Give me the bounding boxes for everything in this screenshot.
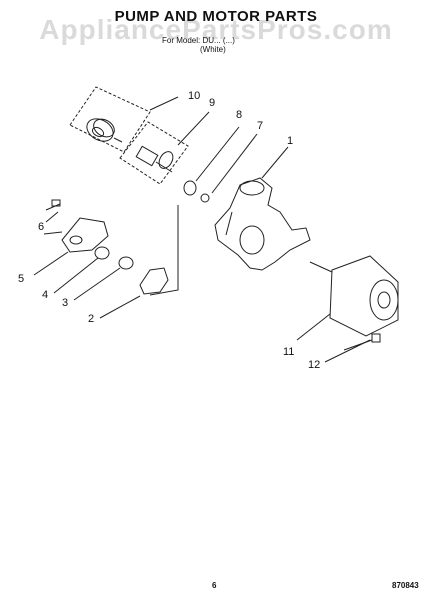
callout-11: 11 (283, 346, 294, 358)
impeller-housing-part (86, 118, 123, 143)
color-line: (White) (200, 45, 226, 54)
spring-seal-part (118, 256, 134, 270)
document-code: 870843 (392, 581, 419, 590)
callout-12: 12 (308, 359, 320, 371)
screw-part (45, 199, 61, 211)
callout-1: 1 (287, 135, 293, 147)
bolt-part (343, 333, 381, 351)
callout-3: 3 (62, 297, 68, 309)
page-number: 6 (212, 581, 217, 590)
callout-5: 5 (18, 273, 24, 285)
impeller-shaft-part (135, 145, 174, 173)
callout-7: 7 (257, 120, 263, 132)
frame-line (149, 205, 179, 296)
callout-2: 2 (88, 313, 94, 325)
callout-9: 9 (209, 97, 215, 109)
part-group-10-box (69, 86, 151, 153)
callout-8: 8 (236, 109, 242, 121)
callout-10: 10 (188, 90, 200, 102)
bearing-part (94, 246, 110, 260)
model-line: For Model: DU... (...) (162, 36, 235, 45)
callout-6: 6 (38, 221, 44, 233)
washer-part (200, 193, 210, 203)
callout-4: 4 (42, 289, 48, 301)
pump-housing-part (214, 177, 311, 271)
page-title: PUMP AND MOTOR PARTS (114, 8, 318, 25)
gasket-part (139, 267, 169, 295)
motor-part (309, 255, 399, 337)
watermark-text: AppliancePartsPros.com (39, 14, 393, 45)
seal-part (183, 180, 197, 196)
bracket-part (43, 217, 109, 253)
part-group-9-box (119, 121, 189, 185)
